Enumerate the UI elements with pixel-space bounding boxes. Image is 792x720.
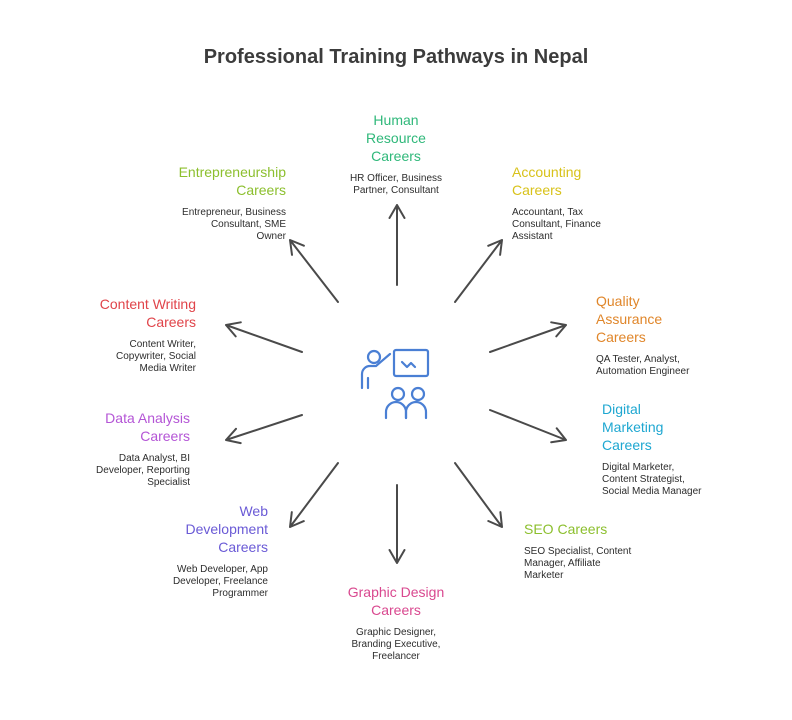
desc-line: Digital Marketer, (602, 462, 675, 473)
desc-line: Web Developer, App (177, 564, 268, 575)
heading-line: Web (239, 503, 268, 519)
arrow-6 (388, 484, 406, 564)
heading-line: SEO Careers (524, 521, 608, 537)
career-description: Data Analyst, BI Developer, Reporting Sp… (60, 453, 190, 489)
arrow-9 (225, 321, 303, 353)
heading-line: Resource (366, 130, 426, 146)
desc-line: Consultant, SME (210, 219, 286, 230)
career-description: Content Writer, Copywriter, Social Media… (56, 339, 196, 375)
career-node-accounting: Accounting Careers Accountant, Tax Consu… (512, 163, 652, 243)
heading-line: Digital (602, 401, 641, 417)
desc-line: Marketer (524, 570, 564, 581)
career-node-quality-assurance: Quality Assurance Careers QA Tester, Ana… (596, 292, 746, 378)
heading-line: Careers (512, 182, 562, 198)
desc-line: Owner (256, 231, 286, 242)
career-node-human-resource: Human Resource Careers HR Officer, Busin… (336, 111, 456, 197)
heading-line: Graphic Design (347, 584, 445, 600)
desc-line: Developer, Freelance (172, 576, 268, 587)
career-heading: Web Development Careers (128, 502, 269, 556)
desc-line: Social Media Manager (602, 486, 702, 497)
desc-line: Consultant, Finance (512, 219, 601, 230)
career-node-digital-marketing: Digital Marketing Careers Digital Market… (602, 400, 752, 498)
desc-line: Graphic Designer, (355, 627, 437, 638)
career-heading: Digital Marketing Careers (602, 400, 752, 454)
heading-line: Human (373, 112, 419, 128)
arrow-10 (289, 239, 339, 303)
career-description: Accountant, Tax Consultant, Finance Assi… (512, 207, 652, 243)
career-node-content-writing: Content Writing Careers Content Writer, … (56, 295, 196, 375)
career-node-web-development: Web Development Careers Web Developer, A… (128, 502, 268, 600)
arrow-1 (388, 204, 406, 286)
heading-line: Accounting (512, 164, 582, 180)
heading-line: Careers (146, 314, 196, 330)
career-heading: Accounting Careers (512, 163, 652, 199)
career-heading: Quality Assurance Careers (596, 292, 746, 346)
heading-line: Entrepreneurship (178, 164, 286, 180)
desc-line: Specialist (147, 477, 190, 488)
career-node-data-analysis: Data Analysis Careers Data Analyst, BI D… (60, 409, 190, 489)
desc-line: Assistant (512, 231, 553, 242)
career-heading: SEO Careers (524, 520, 674, 538)
career-description: Digital Marketer, Content Strategist, So… (602, 462, 752, 498)
heading-line: Content Writing (99, 296, 196, 312)
desc-line: Copywriter, Social (115, 351, 196, 362)
page-title: Professional Training Pathways in Nepal (203, 46, 589, 68)
career-description: Web Developer, App Developer, Freelance … (128, 564, 268, 600)
career-node-entrepreneurship: Entrepreneurship Careers Entrepreneur, B… (136, 163, 286, 243)
career-description: Graphic Designer, Branding Executive, Fr… (326, 627, 466, 663)
career-description: SEO Specialist, Content Manager, Affilia… (524, 546, 674, 582)
arrow-3 (489, 321, 567, 353)
career-heading: Entrepreneurship Careers (136, 163, 286, 199)
heading-line: Careers (140, 428, 190, 444)
desc-line: Automation Engineer (596, 366, 690, 377)
desc-line: Branding Executive, (351, 639, 441, 650)
arrow-8 (225, 414, 303, 445)
heading-line: Careers (371, 148, 421, 164)
heading-line: Careers (236, 182, 286, 198)
career-node-graphic-design: Graphic Design Careers Graphic Designer,… (326, 583, 466, 663)
desc-line: Developer, Reporting (96, 465, 190, 476)
desc-line: Programmer (212, 588, 268, 599)
career-heading: Content Writing Careers (56, 295, 196, 331)
heading-line: Careers (596, 329, 646, 345)
career-heading: Data Analysis Careers (60, 409, 190, 445)
heading-line: Development (185, 521, 269, 537)
arrow-7 (289, 462, 339, 528)
heading-line: Careers (371, 602, 421, 618)
desc-line: HR Officer, Business (349, 173, 443, 184)
career-node-seo: SEO Careers SEO Specialist, Content Mana… (524, 520, 674, 582)
desc-line: Partner, Consultant (353, 185, 439, 196)
arrow-4 (489, 409, 567, 444)
desc-line: Media Writer (139, 363, 197, 374)
career-heading: Graphic Design Careers (326, 583, 466, 619)
career-description: QA Tester, Analyst, Automation Engineer (596, 354, 746, 378)
arrow-5 (454, 462, 503, 528)
heading-line: Data Analysis (105, 410, 190, 426)
arrow-2 (454, 239, 503, 303)
desc-line: Entrepreneur, Business (182, 207, 286, 218)
heading-line: Careers (218, 539, 268, 555)
desc-line: Content Writer, (129, 339, 196, 350)
desc-line: Data Analyst, BI (118, 453, 190, 464)
heading-line: Quality (596, 293, 640, 309)
desc-line: QA Tester, Analyst, (596, 354, 680, 365)
career-description: Entrepreneur, Business Consultant, SME O… (136, 207, 286, 243)
desc-line: Manager, Affiliate (524, 558, 601, 569)
desc-line: Content Strategist, (602, 474, 685, 485)
presenter-training-icon (360, 348, 430, 420)
career-heading: Human Resource Careers (336, 111, 456, 165)
heading-line: Assurance (596, 311, 663, 327)
desc-line: SEO Specialist, Content (524, 546, 632, 557)
heading-line: Marketing (602, 419, 664, 435)
career-description: HR Officer, Business Partner, Consultant (336, 173, 456, 197)
heading-line: Careers (602, 437, 652, 453)
desc-line: Freelancer (372, 651, 420, 662)
desc-line: Accountant, Tax (512, 207, 583, 218)
